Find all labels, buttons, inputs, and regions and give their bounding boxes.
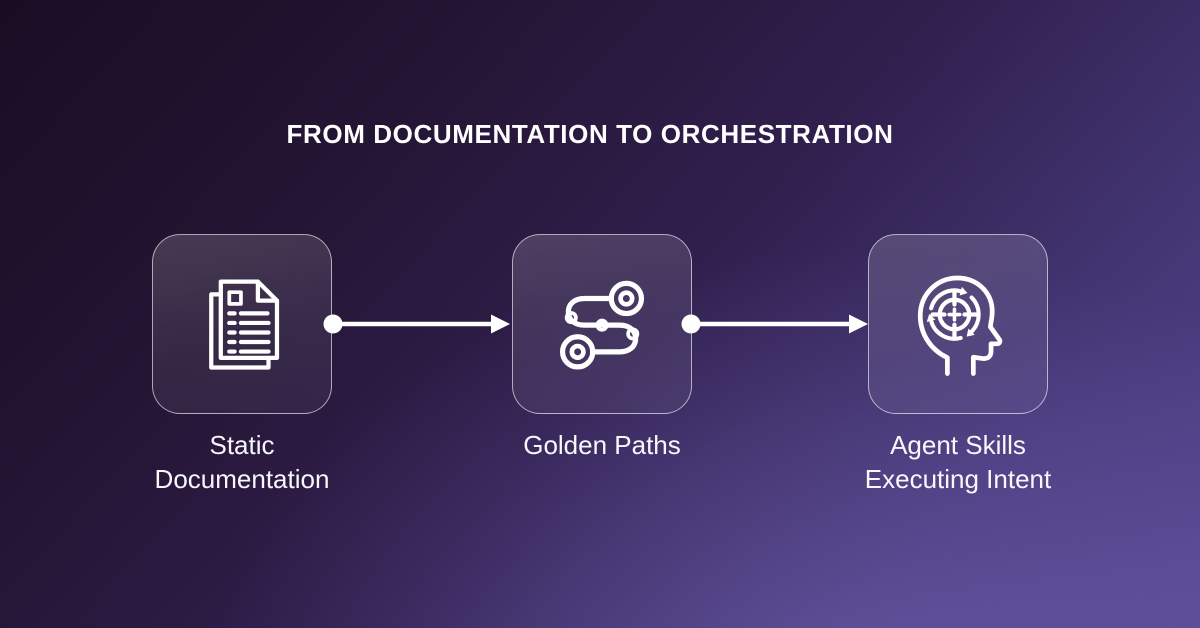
route-waypoints — [564, 311, 640, 341]
step-card-agent-skills — [868, 234, 1048, 414]
diagram-title: FROM DOCUMENTATION TO ORCHESTRATION — [286, 119, 894, 149]
step-label-line: Documentation — [154, 464, 330, 494]
step-card-static-documentation — [152, 234, 332, 414]
step-label-line: Agent Skills — [890, 430, 1026, 460]
target-reticle — [930, 290, 979, 339]
front-page-shape — [218, 279, 280, 361]
checkbox-square — [227, 290, 243, 306]
route-endpoint-bottom — [559, 334, 596, 370]
back-page-shape — [209, 292, 271, 370]
step-label-static-documentation: Static Documentation — [82, 428, 402, 496]
head-profile-shape — [917, 275, 1003, 376]
flow-arrow — [323, 314, 510, 334]
head-target-icon — [917, 275, 1003, 376]
text-lines — [227, 311, 271, 354]
connector-arrowhead — [491, 314, 510, 334]
step-label-agent-skills: Agent Skills Executing Intent — [798, 428, 1118, 496]
cycle-arrows — [926, 286, 981, 341]
step-label-line: Executing Intent — [864, 464, 1052, 494]
connector-arrowhead — [849, 314, 868, 334]
flow-arrow — [681, 314, 868, 334]
route-path — [565, 295, 639, 355]
step-card-golden-paths — [512, 234, 692, 414]
folded-corner-shape — [255, 279, 280, 303]
route-endpoint-top — [608, 280, 645, 317]
route-icon — [559, 280, 645, 370]
documents-icon — [209, 279, 280, 370]
step-label-line: Golden Paths — [523, 430, 681, 460]
step-label-golden-paths: Golden Paths — [442, 428, 762, 462]
step-label-line: Static — [209, 430, 275, 460]
